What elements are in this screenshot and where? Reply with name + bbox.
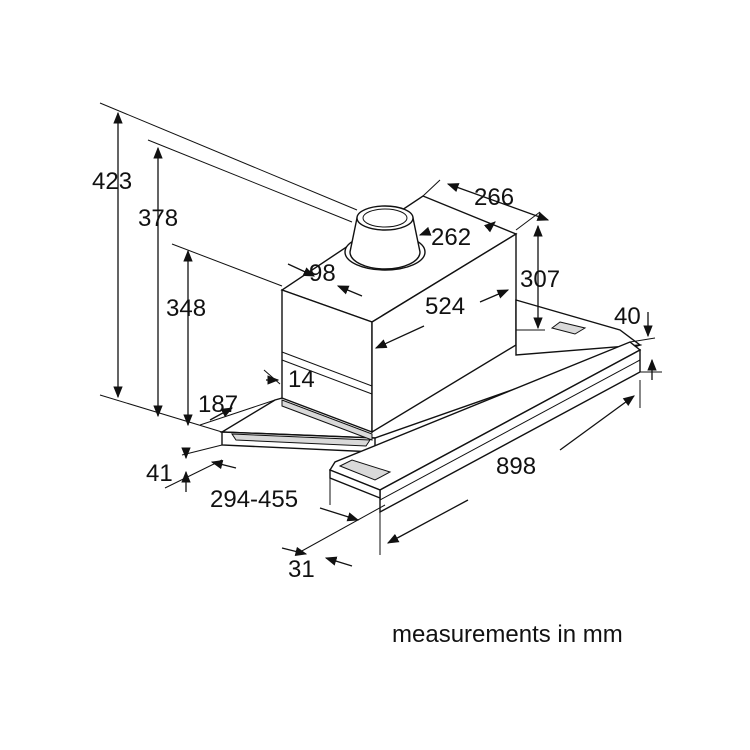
- outlet-pipe: [349, 217, 421, 270]
- hood-body: [219, 195, 643, 514]
- dim-label-348: 348: [166, 295, 206, 322]
- arrow-187: [209, 407, 234, 421]
- dim-label-262: 262: [431, 224, 471, 251]
- arrow-98-b: [336, 285, 363, 297]
- dim-label-898: 898: [496, 453, 536, 480]
- chimney-bottom-rail: [281, 399, 373, 441]
- dimension-labels: 423 378 348 187 14 98 262 266 307 524 40…: [92, 168, 641, 583]
- dim-label-40: 40: [614, 303, 641, 330]
- dim-label-187: 187: [198, 391, 238, 418]
- measurements-caption: measurements in mm: [392, 621, 623, 648]
- dim-label-524: 524: [425, 293, 465, 320]
- arrow-524-b: [479, 289, 510, 303]
- arrow-898-b: [559, 395, 635, 451]
- dim-label-41: 41: [146, 460, 173, 487]
- dim-label-266: 266: [474, 184, 514, 211]
- visor-handle: [338, 459, 392, 481]
- rail-clip: [550, 321, 587, 335]
- outlet-top: [356, 205, 414, 231]
- dim-label-307: 307: [520, 266, 560, 293]
- arrow-524-a: [374, 325, 425, 349]
- arrow-898-a: [386, 499, 469, 544]
- visor-end: [329, 468, 381, 500]
- dim-label-31: 31: [288, 556, 315, 583]
- arrow-262-b: [483, 221, 496, 233]
- chimney-seam: [281, 351, 373, 387]
- dim-label-14: 14: [288, 366, 315, 393]
- arrow-262-a: [418, 226, 432, 236]
- tray-slot: [231, 433, 371, 447]
- dim-label-294-455: 294-455: [210, 486, 298, 513]
- dim-label-378: 378: [138, 205, 178, 232]
- dimension-arrows: [113, 111, 657, 567]
- arrow-294-b: [319, 507, 360, 522]
- dim-label-423: 423: [92, 168, 132, 195]
- arrow-294-a: [210, 460, 237, 470]
- arrow-98-a: [287, 263, 316, 277]
- dim-label-98: 98: [309, 260, 336, 287]
- arrow-31-b: [324, 556, 353, 567]
- arrow-31-a: [281, 546, 308, 556]
- arrow-266: [446, 183, 550, 221]
